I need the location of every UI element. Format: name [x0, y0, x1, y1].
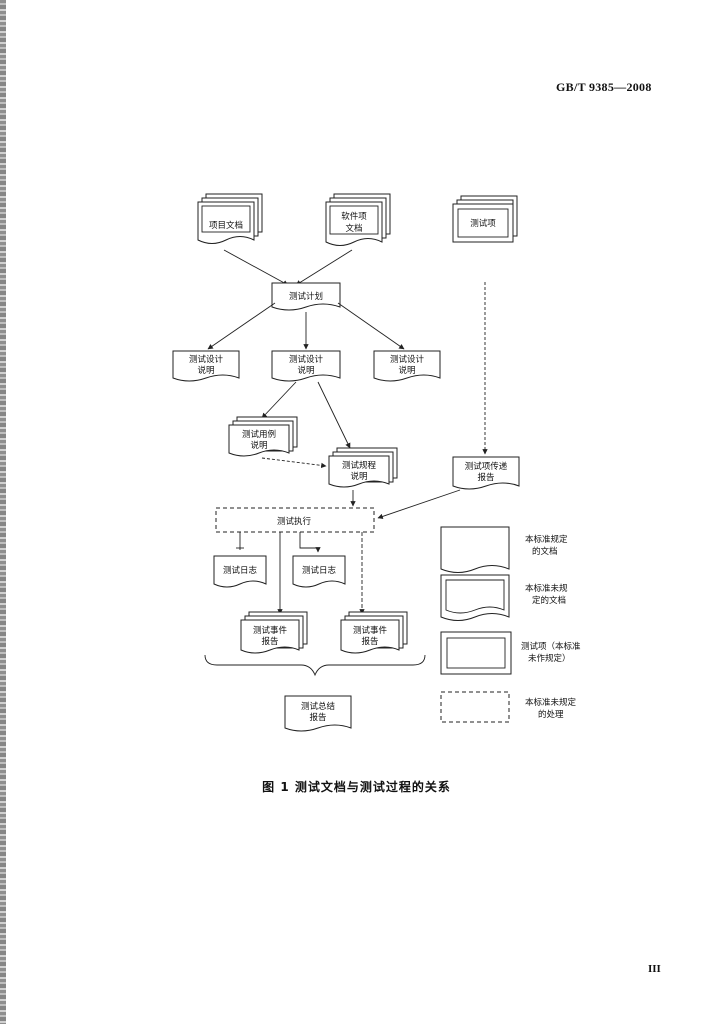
test-case-spec-stack: 测试用例 说明	[228, 416, 298, 457]
transmittal-line1: 测试项传递	[465, 461, 508, 472]
test-log-a: 测试日志	[213, 555, 267, 588]
log-b-label: 测试日志	[302, 565, 337, 576]
legend-nonstandard-document: 本标准未规 定的文档	[440, 574, 568, 621]
legend-std-doc-line1: 本标准规定	[525, 534, 568, 545]
summary-line2: 报告	[309, 712, 326, 723]
test-item-label: 测试项	[470, 218, 496, 229]
test-execution-process: 测试执行	[215, 507, 375, 533]
transmittal-report: 测试项传递 报告	[452, 456, 520, 490]
tds-b-line1: 测试设计	[289, 354, 324, 365]
test-summary-report: 测试总结 报告	[284, 695, 352, 732]
test-log-b: 测试日志	[292, 555, 346, 588]
transmittal-line2: 报告	[477, 472, 494, 483]
legend-test-item-line1: 测试项（本标准	[521, 641, 581, 652]
legend-nonstd-doc-line2: 定的文档	[532, 595, 566, 606]
test-plan-label: 测试计划	[289, 291, 323, 302]
incident-a-line1: 测试事件	[253, 625, 288, 636]
log-a-label: 测试日志	[223, 565, 258, 576]
tds-a-line1: 测试设计	[189, 354, 224, 365]
grouping-brace	[204, 654, 426, 677]
legend-nonstd-proc-line1: 本标准未规定	[525, 697, 577, 708]
legend-std-doc-line2: 的文档	[532, 546, 558, 557]
test-incident-report-a-stack: 测试事件 报告	[240, 611, 308, 654]
tds-c-line2: 说明	[398, 365, 415, 376]
tcs-line1: 测试用例	[242, 429, 276, 440]
test-design-spec-b: 测试设计 说明	[271, 350, 341, 382]
test-procedure-spec-stack: 测试规程 说明	[328, 447, 398, 488]
tcs-line2: 说明	[250, 440, 267, 451]
edge-case-to-procedure	[261, 457, 327, 469]
incident-a-line2: 报告	[261, 636, 278, 647]
legend-test-item: 测试项（本标准 未作规定）	[440, 631, 581, 675]
legend-nonstd-proc-line2: 的处理	[538, 709, 564, 720]
execution-label: 测试执行	[277, 516, 312, 527]
tps-line2: 说明	[350, 471, 367, 482]
tds-a-line2: 说明	[197, 365, 214, 376]
page-number: III	[648, 963, 661, 975]
edge-transmittal-to-execution	[377, 489, 461, 519]
test-plan-doc: 测试计划	[271, 282, 341, 311]
legend-test-item-line2: 未作规定）	[528, 653, 571, 664]
test-item-stack: 测试项	[452, 195, 518, 243]
tps-line1: 测试规程	[342, 460, 377, 471]
edge-design-to-procedure	[317, 381, 351, 449]
summary-line1: 测试总结	[301, 701, 335, 712]
edge-design-to-case	[261, 381, 297, 419]
test-design-spec-c: 测试设计 说明	[373, 350, 441, 382]
edge-plan-to-design-a	[207, 302, 276, 350]
project-doc-label: 项目文档	[209, 220, 243, 231]
legend-nonstandard-process: 本标准未规定 的处理	[440, 691, 577, 723]
scan-edge	[0, 0, 6, 1024]
edge-project-to-plan	[223, 249, 289, 286]
legend-nonstd-doc-line1: 本标准未规	[525, 583, 568, 594]
project-documents-stack: 项目文档	[197, 193, 263, 244]
edge-software-to-plan	[295, 249, 353, 286]
tds-b-line2: 说明	[297, 365, 314, 376]
legend: 本标准规定 的文档 本标准未规 定的文档 测试项（本标准 未作规定） 本标准未规…	[440, 526, 581, 723]
software-doc-label-line2: 文档	[345, 223, 362, 234]
edge-plan-to-design-c	[337, 302, 405, 350]
incident-b-line1: 测试事件	[353, 625, 388, 636]
test-incident-report-b-stack: 测试事件 报告	[340, 611, 408, 654]
incident-b-line2: 报告	[361, 636, 378, 647]
legend-standard-document: 本标准规定 的文档	[440, 526, 568, 573]
standard-number: GB/T 9385—2008	[556, 80, 652, 94]
test-design-spec-a: 测试设计 说明	[172, 350, 240, 382]
edge-execution-to-log-b	[299, 532, 321, 553]
software-doc-label-line1: 软件项	[341, 211, 367, 222]
figure-caption: 图 1 测试文档与测试过程的关系	[262, 780, 451, 794]
tds-c-line1: 测试设计	[390, 354, 425, 365]
software-item-documents-stack: 软件项 文档	[325, 193, 391, 246]
